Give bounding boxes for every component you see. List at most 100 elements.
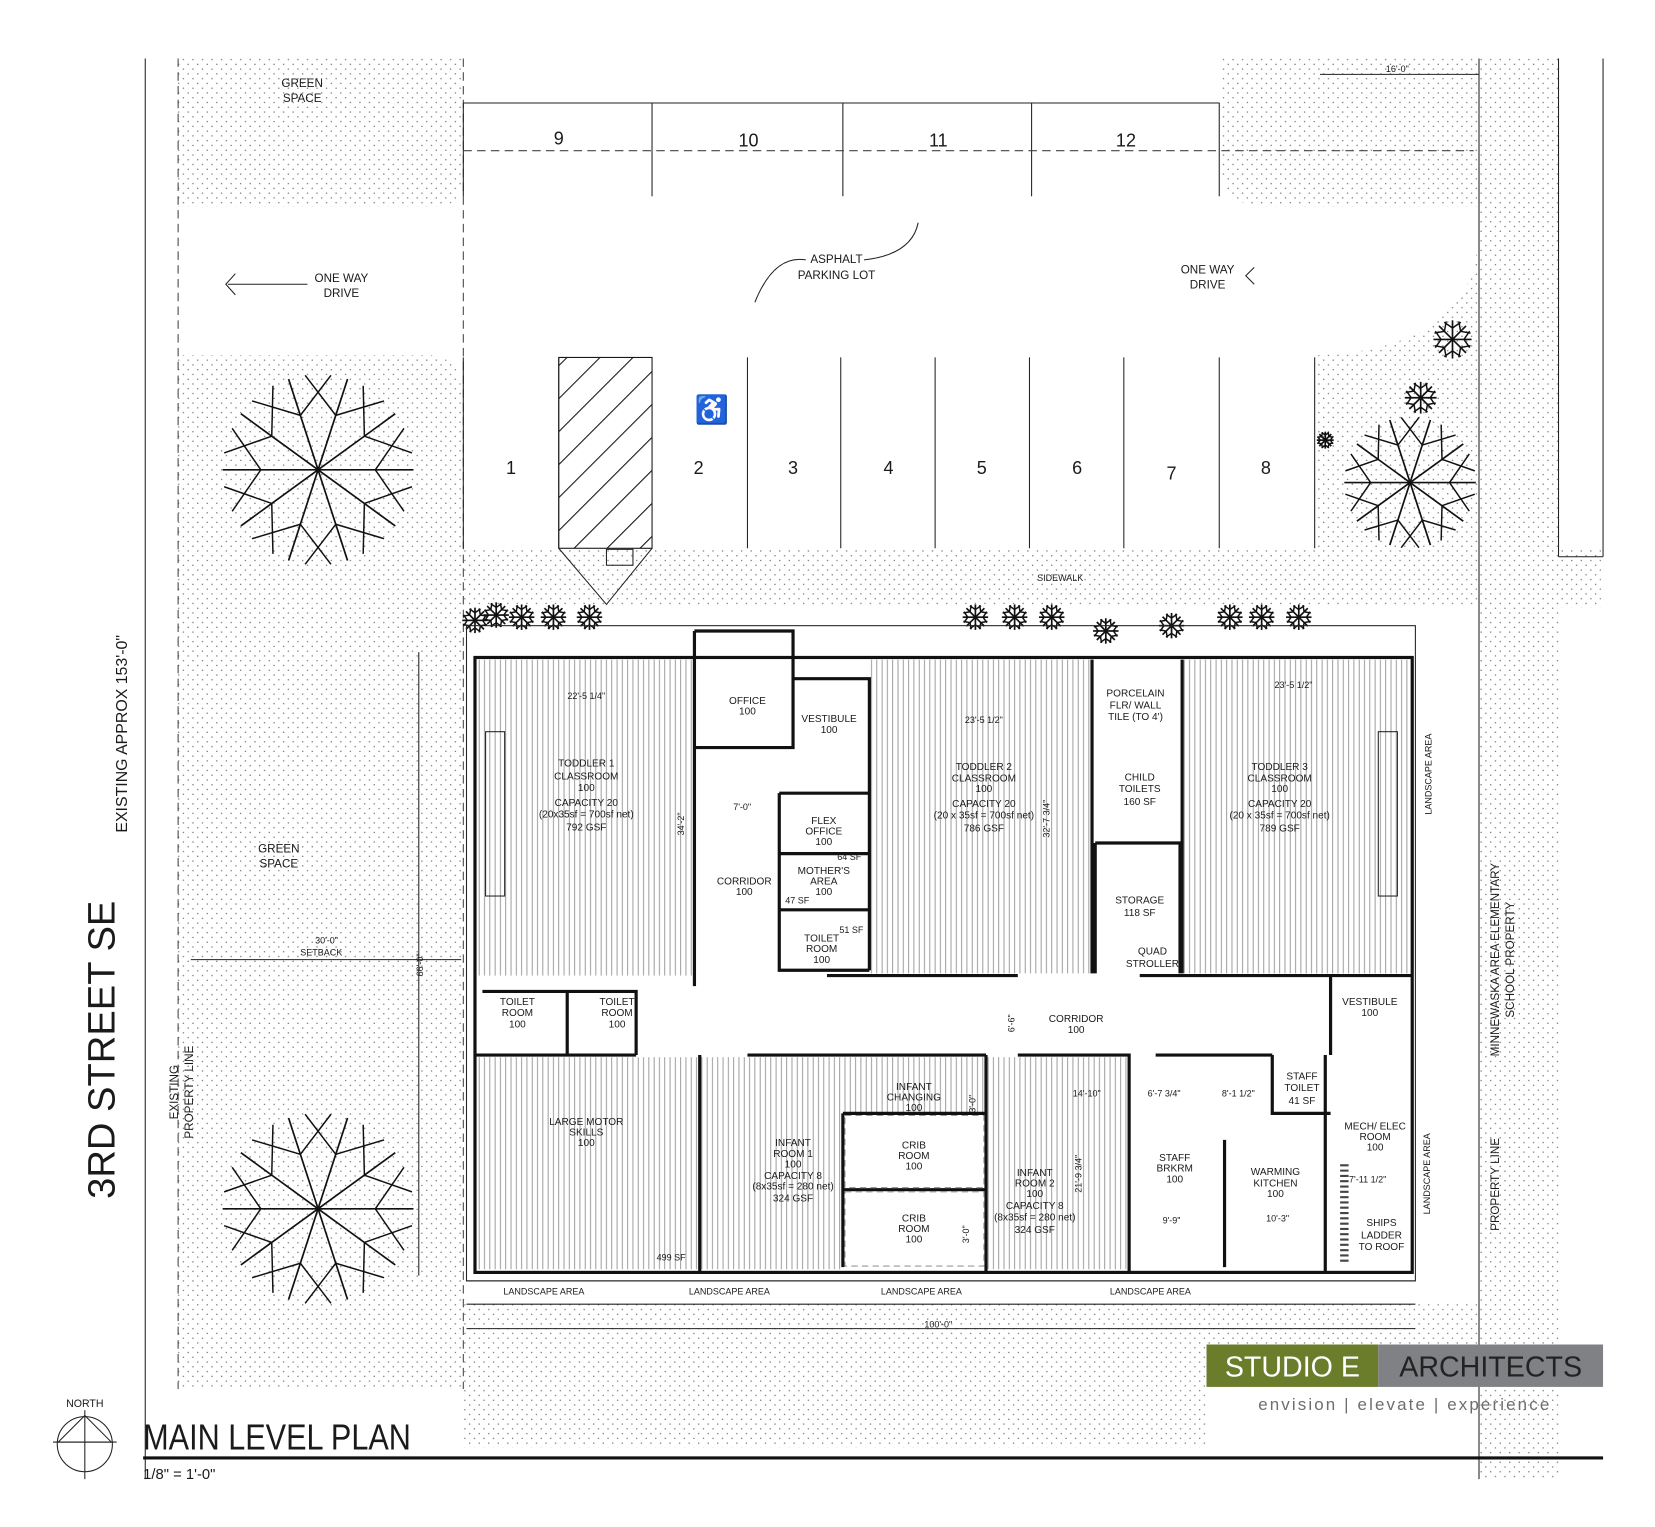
tree-icon bbox=[1316, 431, 1334, 449]
accessible-icon: ♿ bbox=[694, 394, 728, 426]
toddler1-label: 100 bbox=[578, 783, 595, 794]
tree-icon bbox=[1039, 604, 1065, 630]
infant1-label: INFANT bbox=[775, 1138, 811, 1149]
flex-office-label: OFFICE bbox=[805, 827, 842, 838]
tree-icon bbox=[222, 1113, 414, 1304]
tree-icon bbox=[1286, 604, 1312, 630]
toilet-c-label: 100 bbox=[813, 955, 830, 966]
porcelain-label: PORCELAIN bbox=[1106, 689, 1164, 700]
toddler2-label: 786 GSF bbox=[964, 823, 1004, 834]
site-labels: GREEN SPACE GREEN SPACE ONE WAY DRIVE ON… bbox=[81, 64, 1517, 1329]
quad-label: STROLLER bbox=[1126, 959, 1179, 970]
flex-office-label: 100 bbox=[815, 837, 832, 848]
logo-tagline: envision | elevate | experience bbox=[1258, 1395, 1551, 1414]
tree-icon bbox=[962, 604, 989, 630]
sidewalk-label: SIDEWALK bbox=[1037, 573, 1083, 583]
infant2-label: 100 bbox=[1026, 1189, 1043, 1200]
tree-icon bbox=[540, 604, 567, 630]
toilet-r-label: 100 bbox=[609, 1019, 626, 1030]
toddler3-label: 100 bbox=[1271, 784, 1288, 795]
dimension-label: 7'-11 1/2" bbox=[1349, 1174, 1386, 1184]
dimension-label: 23'-5 1/2" bbox=[965, 715, 1003, 725]
landscape-label: LANDSCAPE AREA bbox=[1110, 1287, 1191, 1297]
storage-label: 118 SF bbox=[1124, 908, 1156, 919]
ships-label: SHIPS bbox=[1366, 1218, 1396, 1229]
vestibule-label: VESTIBULE bbox=[801, 714, 857, 725]
mothers-label: 100 bbox=[815, 887, 832, 898]
toilet-l-label: TOILET bbox=[500, 997, 535, 1008]
kitchen-label: WARMING bbox=[1251, 1167, 1301, 1178]
child-toilets-label: CHILD bbox=[1125, 772, 1155, 783]
logo-studio-text: STUDIO E bbox=[1225, 1351, 1360, 1383]
one-way-label: DRIVE bbox=[1190, 279, 1226, 292]
flex-office-label: FLEX bbox=[811, 816, 836, 827]
property-line-label: PROPERTY LINE bbox=[1489, 1138, 1502, 1231]
dimension-label: 10'-3" bbox=[1266, 1214, 1289, 1224]
crib2-label: 100 bbox=[906, 1235, 923, 1246]
toddler2-label: TODDLER 2 bbox=[956, 762, 1013, 773]
landscape-label: LANDSCAPE AREA bbox=[689, 1287, 770, 1297]
stall-number: 3 bbox=[788, 458, 798, 478]
corridor-v-label: CORRIDOR bbox=[717, 876, 772, 887]
tree-icon bbox=[576, 604, 603, 630]
dimension-label: 7'-0" bbox=[733, 802, 751, 812]
toddler3-label: TODDLER 3 bbox=[1252, 762, 1309, 773]
dimension-label: 3'-0" bbox=[961, 1225, 971, 1243]
toddler-3-floor bbox=[1182, 659, 1411, 974]
property-line-label: PROPERTY LINE bbox=[183, 1046, 196, 1139]
landscape-label: LANDSCAPE AREA bbox=[1423, 734, 1433, 815]
tree-icon bbox=[222, 374, 414, 565]
stall-number: 10 bbox=[738, 130, 758, 150]
green-space-label: SPACE bbox=[283, 92, 322, 105]
mothers-label: MOTHER'S bbox=[798, 866, 851, 877]
porcelain-label: TILE (TO 4') bbox=[1108, 712, 1163, 723]
stall-number: 4 bbox=[883, 458, 893, 478]
logo-architects-text: ARCHITECTS bbox=[1399, 1351, 1582, 1383]
toddler1-label: (20x35sf = 700sf net) bbox=[539, 810, 634, 821]
stall-number: 7 bbox=[1167, 463, 1177, 483]
dimension-label: 23'-5 1/2" bbox=[1274, 680, 1312, 690]
vestibule-r-label: 100 bbox=[1361, 1008, 1378, 1019]
tree-icon bbox=[1158, 612, 1185, 639]
infant2-label: INFANT bbox=[1017, 1168, 1053, 1179]
tree-icon bbox=[1217, 604, 1243, 630]
tree-icon bbox=[1248, 604, 1275, 630]
corridor-h-label: CORRIDOR bbox=[1049, 1014, 1104, 1025]
stall-number: 5 bbox=[977, 458, 987, 478]
staff-brkrm-label: BRKRM bbox=[1157, 1164, 1193, 1175]
staff-toilet-label: STAFF bbox=[1286, 1071, 1317, 1082]
logo-green-block bbox=[1206, 1344, 1379, 1387]
kitchen-label: KITCHEN bbox=[1253, 1179, 1297, 1190]
arrow-left-icon bbox=[1245, 266, 1255, 285]
green-space-label: SPACE bbox=[260, 857, 299, 870]
parking-lot: ♿ bbox=[225, 102, 1474, 606]
toilet-r-label: ROOM bbox=[601, 1008, 632, 1019]
dimension-label: 3'-0" bbox=[967, 1095, 977, 1113]
toddler3-label: CLASSROOM bbox=[1248, 774, 1312, 785]
infant-changing-label: INFANT bbox=[896, 1082, 932, 1093]
dimension-label: 22'-5 1/4" bbox=[567, 691, 605, 701]
infant-2-floor bbox=[986, 1057, 1130, 1270]
toddler1-label: 792 GSF bbox=[566, 822, 606, 833]
mech-label: 100 bbox=[1367, 1142, 1384, 1153]
stall-number: 8 bbox=[1261, 458, 1271, 478]
plan-scale: 1/8" = 1'-0" bbox=[143, 1467, 215, 1483]
dimension-label: 6'-7 3/4" bbox=[1148, 1088, 1181, 1098]
stall-numbers: 9 10 11 12 1 2 3 4 5 6 7 8 bbox=[506, 128, 1271, 483]
tree-icon bbox=[1433, 320, 1472, 359]
crib1-label: ROOM bbox=[898, 1151, 929, 1162]
toddler2-label: 100 bbox=[975, 784, 992, 795]
stall-number: 11 bbox=[929, 130, 948, 150]
title-block: NORTH MAIN LEVEL PLAN 1/8" = 1'-0" STUDI… bbox=[53, 1344, 1604, 1483]
green-space-label: GREEN bbox=[281, 77, 322, 90]
one-way-label: ONE WAY bbox=[1181, 264, 1235, 277]
stall-number: 6 bbox=[1072, 458, 1082, 478]
large-motor-floor bbox=[477, 1057, 700, 1270]
large-motor-label: SKILLS bbox=[569, 1128, 603, 1139]
toilet-l-label: 100 bbox=[509, 1019, 526, 1030]
setback-label: SETBACK bbox=[300, 947, 342, 957]
ships-label: TO ROOF bbox=[1359, 1242, 1405, 1253]
logo-gray-block bbox=[1378, 1344, 1604, 1387]
crib1-label: CRIB bbox=[902, 1140, 926, 1151]
